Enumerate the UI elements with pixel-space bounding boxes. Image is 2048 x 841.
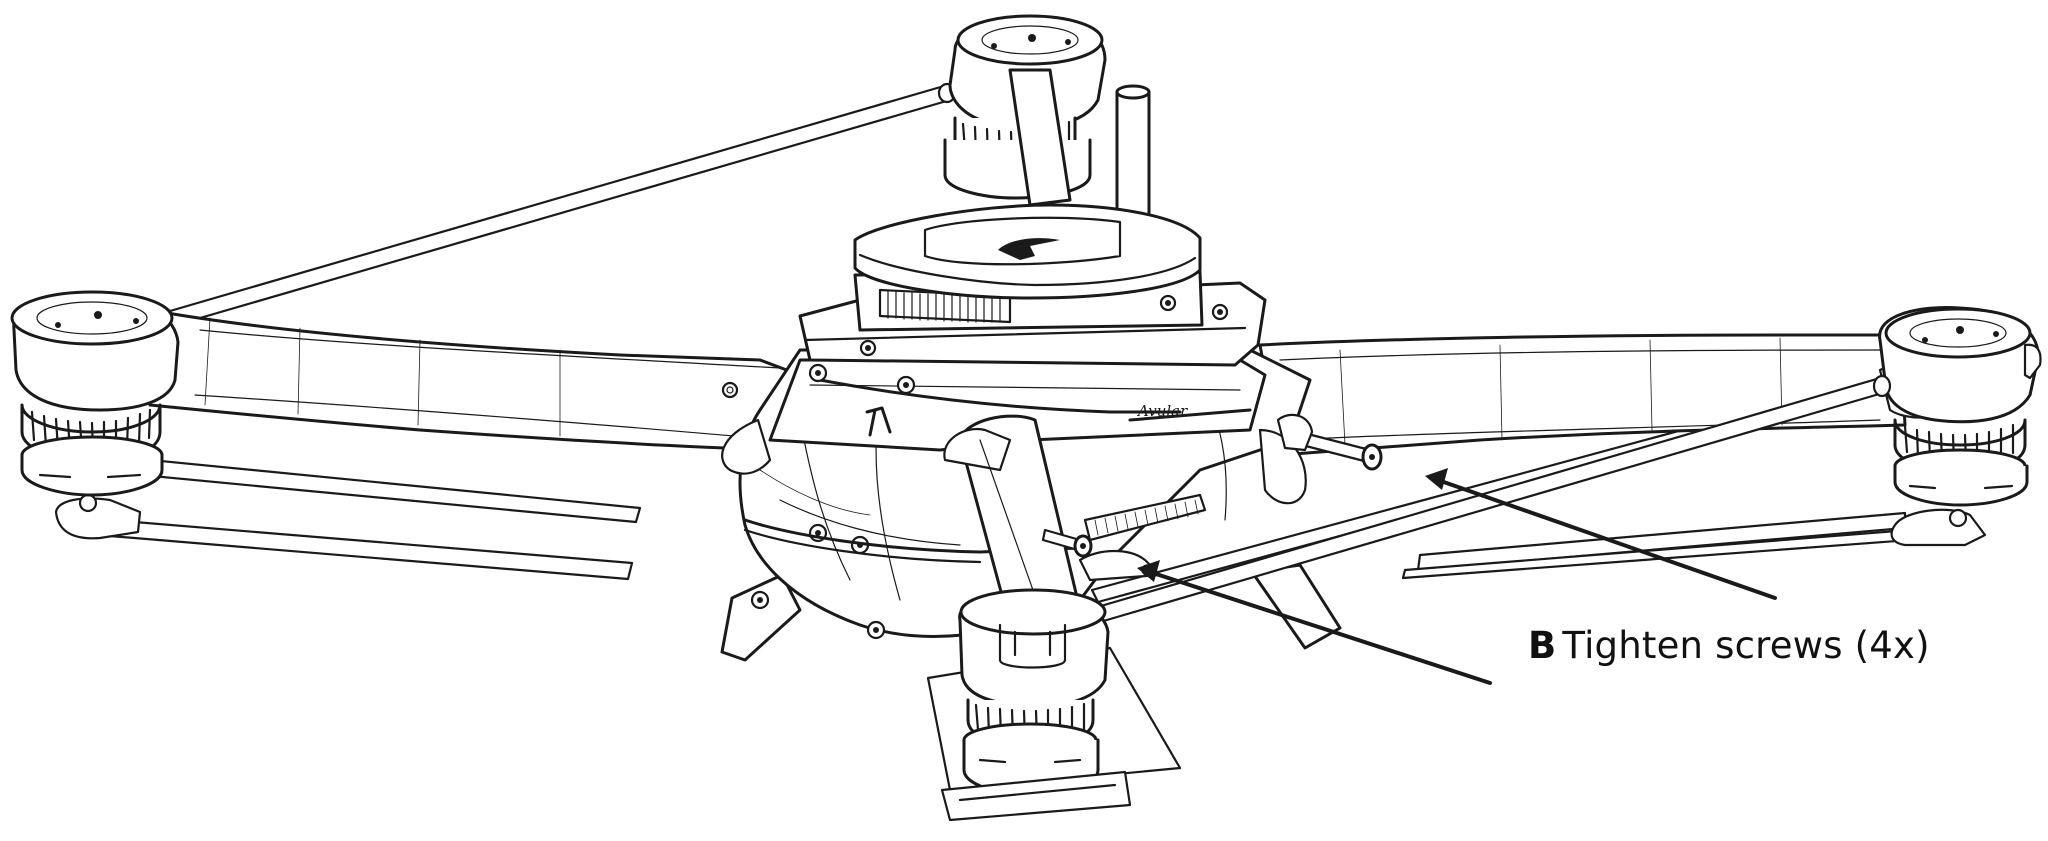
top-battery-pack (798, 203, 1267, 367)
callout-instruction-text: Tighten screws (4x) (1562, 624, 1930, 667)
right-motor-pod (1878, 306, 2042, 507)
front-motor-pod (940, 588, 1132, 822)
callout-step-letter: B (1528, 624, 1557, 667)
callout-arrows (1137, 468, 1777, 685)
brand-logo: Avular (1136, 402, 1188, 420)
top-motor-pod (943, 14, 1107, 207)
top-carbon-rod (168, 82, 957, 327)
screw-center (1041, 493, 1207, 558)
left-arm (148, 308, 802, 452)
screw-right (1276, 413, 1383, 471)
left-propeller (54, 455, 642, 581)
antenna (1115, 84, 1151, 217)
left-motor-pod (10, 290, 180, 497)
right-propeller (1401, 508, 1987, 580)
